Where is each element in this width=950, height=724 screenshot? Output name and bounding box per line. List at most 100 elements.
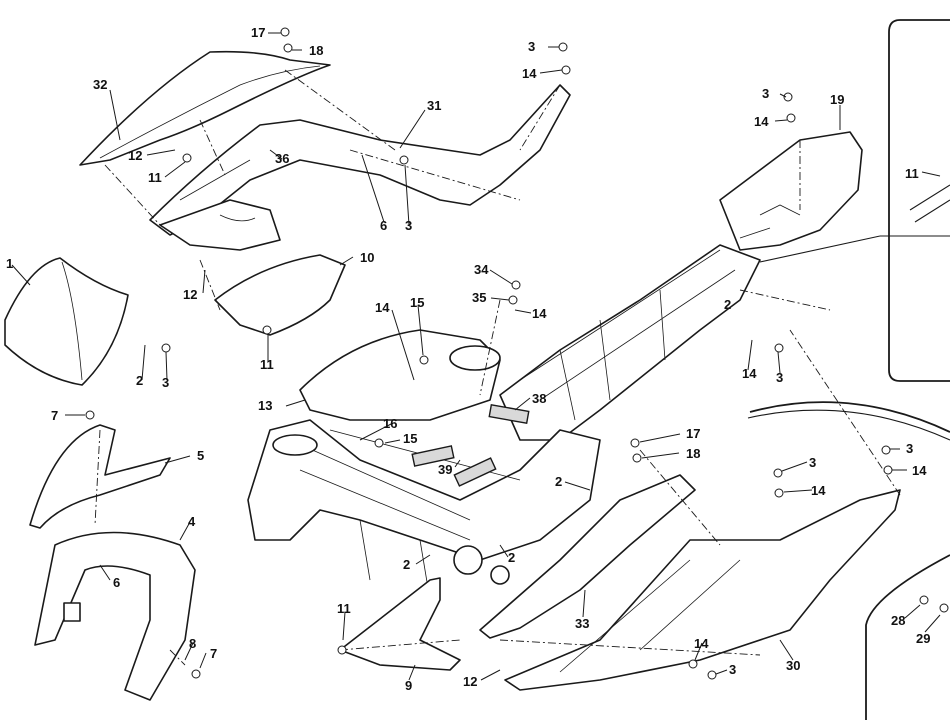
- callout-10: 10: [360, 250, 374, 265]
- screw-7-top: [85, 410, 95, 420]
- callout-16: 16: [383, 416, 397, 431]
- callout-17: 17: [686, 426, 700, 441]
- main-frame: [247, 419, 601, 561]
- part-30-details: [559, 559, 741, 673]
- callout-11: 11: [337, 601, 351, 616]
- callout-3: 3: [162, 375, 169, 390]
- part-33-side-panel: [479, 474, 696, 639]
- callout-14: 14: [754, 114, 769, 129]
- callout-32: 32: [93, 77, 107, 92]
- callout-14: 14: [375, 300, 390, 315]
- screw-3-mid: [399, 155, 409, 165]
- subframe-tubes: [519, 249, 736, 421]
- screw-3-right: [774, 343, 784, 353]
- swingarm-pivot: [453, 545, 483, 575]
- inset-detail-lines: [909, 184, 950, 223]
- part-1-screen: [4, 257, 129, 386]
- screw-11-upper: [182, 153, 192, 163]
- callout-6: 6: [380, 218, 387, 233]
- callout-14: 14: [742, 366, 757, 381]
- part-13-tank-cover: [299, 329, 501, 421]
- part-19-details: [739, 204, 801, 239]
- rear-mudguard-arc-inner: [747, 409, 950, 441]
- callout-9: 9: [405, 678, 412, 693]
- part-31-lower-tab: [159, 199, 281, 251]
- fastener-markers: [85, 27, 949, 680]
- rear-mudguard-arc: [749, 401, 950, 433]
- steering-head: [272, 434, 318, 456]
- callout-11: 11: [260, 357, 274, 372]
- callout-2: 2: [724, 297, 731, 312]
- screw-15-tank: [419, 355, 429, 365]
- screw-15-frame: [374, 438, 384, 448]
- callout-3: 3: [776, 370, 783, 385]
- callout-14: 14: [811, 483, 826, 498]
- fuel-cap-ring: [449, 345, 501, 371]
- assembly-lines: [94, 69, 901, 666]
- callout-14: 14: [532, 306, 547, 321]
- screw-3-bottom: [707, 670, 717, 680]
- subframe-upper: [499, 244, 761, 441]
- screw-17-mid: [630, 438, 640, 448]
- inset-frame-top: [888, 19, 950, 382]
- part-39-pad-a: [411, 445, 455, 467]
- callout-2: 2: [555, 474, 562, 489]
- callout-29: 29: [916, 631, 930, 646]
- callout-12: 12: [183, 287, 197, 302]
- callout-3: 3: [762, 86, 769, 101]
- callout-3: 3: [729, 662, 736, 677]
- callout-39: 39: [438, 462, 452, 477]
- callout-18: 18: [686, 446, 700, 461]
- washer-35: [508, 295, 518, 305]
- callout-5: 5: [197, 448, 204, 463]
- callout-2: 2: [508, 550, 515, 565]
- inset-frame-bottom: [865, 554, 950, 720]
- part-1-edge: [61, 261, 83, 381]
- callout-7: 7: [51, 408, 58, 423]
- screw-7-bottom: [191, 669, 201, 679]
- part-19-tail-cover: [719, 131, 863, 251]
- callout-14: 14: [522, 66, 537, 81]
- washer-14-lower: [774, 488, 784, 498]
- part-31-side-frame-panel: [149, 84, 571, 236]
- callout-30: 30: [786, 658, 800, 673]
- callout-7: 7: [210, 646, 217, 661]
- screw-3-screen: [161, 343, 171, 353]
- callout-14: 14: [694, 636, 709, 651]
- part-10-side-cover: [214, 254, 346, 336]
- callout-17: 17: [251, 25, 265, 40]
- washer-18-top: [283, 43, 293, 53]
- callout-1: 1: [6, 256, 13, 271]
- callout-28: 28: [891, 613, 905, 628]
- screw-28: [919, 595, 929, 605]
- callout-19: 19: [830, 92, 844, 107]
- screw-3-far: [881, 445, 891, 455]
- callout-3: 3: [906, 441, 913, 456]
- callout-15: 15: [403, 431, 417, 446]
- callout-38: 38: [532, 391, 546, 406]
- washer-14-bottom: [688, 659, 698, 669]
- part-9-lower-panel: [339, 577, 461, 671]
- screw-3-lower: [773, 468, 783, 478]
- washer-18-mid: [632, 453, 642, 463]
- callout-31: 31: [427, 98, 441, 113]
- part-39-pad-b: [453, 457, 497, 487]
- part-31-details: [179, 159, 256, 222]
- callout-3: 3: [809, 455, 816, 470]
- washer-14-tail: [786, 113, 796, 123]
- callout-11: 11: [905, 166, 919, 181]
- part-32-upper-panel: [79, 50, 331, 166]
- screw-3-tail: [783, 92, 793, 102]
- part-38-pad: [488, 403, 530, 425]
- engine-mount: [490, 565, 510, 585]
- part-32-edge: [99, 65, 321, 159]
- callout-6: 6: [113, 575, 120, 590]
- callout-35: 35: [472, 290, 486, 305]
- screw-34: [511, 280, 521, 290]
- screw-11-side: [262, 325, 272, 335]
- callout-2: 2: [136, 373, 143, 388]
- callout-4: 4: [188, 514, 196, 529]
- callout-8: 8: [189, 636, 196, 651]
- screw-3-top: [558, 42, 568, 52]
